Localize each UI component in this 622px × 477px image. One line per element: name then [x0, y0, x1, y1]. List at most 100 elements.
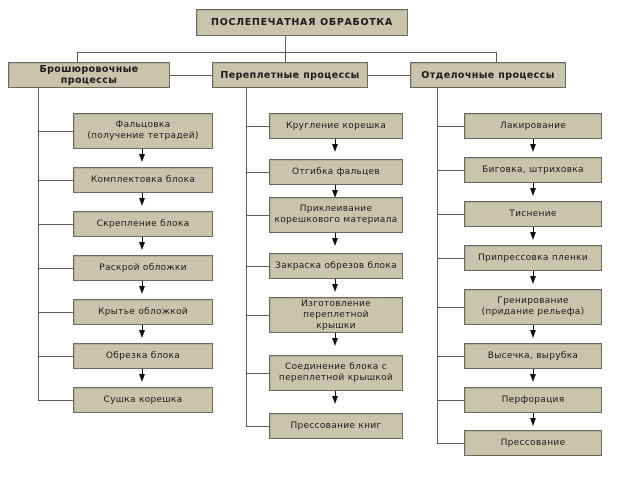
branch-1-arrow-2: [138, 193, 147, 206]
branch-3-step-7: Перфорация: [464, 387, 602, 413]
category-link-2-3: [368, 75, 410, 76]
branch-3-connector-5: [437, 307, 465, 308]
branch-1-step-7-label: Сушка корешка: [103, 394, 183, 405]
branch-1-step-2-label: Комплектовка блока: [90, 174, 196, 185]
branch-3-step-1: Лакирование: [464, 113, 602, 139]
branch-3-step-3: Тиснение: [464, 201, 602, 227]
branch-2-arrow-5: [331, 333, 340, 346]
category-drop-3: [496, 52, 497, 62]
branch-3-arrow-1: [529, 139, 538, 152]
branch-3-connector-3: [437, 214, 465, 215]
branch-2-connector-5: [246, 315, 270, 316]
branch-1-connector-7: [38, 400, 74, 401]
branch-1-step-4: Раскрой обложки: [73, 255, 213, 281]
category-box-2: Переплетные процессы: [212, 62, 368, 88]
branch-1-step-3: Скрепление блока: [73, 211, 213, 237]
branch-3-step-5-label: Гренирование(придание рельефа): [481, 296, 585, 317]
branch-1-arrow-5: [138, 325, 147, 338]
branch-3-step-5: Гренирование(придание рельефа): [464, 289, 602, 325]
category-link-1-2: [170, 75, 212, 76]
branch-1-step-1: Фальцовка(получение тетрадей): [73, 113, 213, 149]
branch-1-connector-1: [38, 131, 74, 132]
branch-2-arrow-6: [331, 391, 340, 404]
branch-2-connector-3: [246, 215, 270, 216]
branch-2-step-2: Отгибка фальцев: [269, 159, 403, 185]
category-label-1: Брошюровочные процессы: [39, 64, 139, 86]
branch-3-arrow-6: [529, 369, 538, 382]
branch-2-connector-7: [246, 426, 270, 427]
branch-3-connector-1: [437, 126, 465, 127]
branch-3-arrow-4: [529, 271, 538, 284]
category-label-3: Отделочные процессы: [421, 69, 555, 81]
branch-2-step-4-label: Закраска обрезов блока: [275, 260, 397, 271]
branch-1-arrow-1: [138, 149, 147, 162]
branch-2-step-1: Кругление корешка: [269, 113, 403, 139]
branch-3-step-7-label: Перфорация: [501, 394, 565, 405]
branch-2-arrow-2: [331, 185, 340, 198]
branch-2-step-7: Прессование книг: [269, 413, 403, 439]
branch-3-step-2: Биговка, штриховка: [464, 157, 602, 183]
branch-2-connector-4: [246, 266, 270, 267]
branch-3-connector-4: [437, 258, 465, 259]
branch-1-connector-6: [38, 356, 74, 357]
branch-3-step-8: Прессование: [464, 430, 602, 456]
diagram-title-label: ПОСЛЕПЕЧАТНАЯ ОБРАБОТКА: [211, 17, 393, 28]
branch-3-step-1-label: Лакирование: [499, 120, 567, 131]
branch-1-connector-2: [38, 180, 74, 181]
category-box-1: Брошюровочные процессы: [8, 62, 170, 88]
branch-3-step-4-label: Припрессовка пленки: [477, 252, 589, 263]
branch-1-step-5-label: Крытье обложкой: [98, 306, 188, 317]
branch-2-connector-6: [246, 373, 270, 374]
branch-2-arrow-1: [331, 139, 340, 152]
branch-1-step-5: Крытье обложкой: [73, 299, 213, 325]
branch-spine-1: [38, 88, 39, 400]
branch-1-arrow-6: [138, 369, 147, 382]
category-label-2: Переплетные процессы: [220, 69, 360, 81]
branch-1-step-1-label: Фальцовка(получение тетрадей): [87, 120, 199, 141]
branch-3-connector-7: [437, 400, 465, 401]
branch-3-arrow-3: [529, 227, 538, 240]
branch-2-step-7-label: Прессование книг: [290, 420, 382, 431]
title-drop-line: [285, 36, 286, 52]
branch-3-step-8-label: Прессование: [500, 437, 566, 448]
branch-2-connector-1: [246, 126, 270, 127]
branch-3-connector-2: [437, 170, 465, 171]
category-drop-1: [77, 52, 78, 62]
branch-3-step-6: Высечка, вырубка: [464, 343, 602, 369]
branch-1-step-2: Комплектовка блока: [73, 167, 213, 193]
branch-2-step-2-label: Отгибка фальцев: [291, 166, 380, 177]
branch-3-step-2-label: Биговка, штриховка: [482, 164, 584, 175]
branch-spine-3: [437, 88, 438, 443]
branch-3-step-4: Припрессовка пленки: [464, 245, 602, 271]
branch-2-step-1-label: Кругление корешка: [285, 120, 387, 131]
branch-1-step-4-label: Раскрой обложки: [99, 262, 187, 273]
branch-2-step-4: Закраска обрезов блока: [269, 253, 403, 279]
branch-1-connector-4: [38, 268, 74, 269]
branch-3-connector-6: [437, 356, 465, 357]
branch-3-step-3-label: Тиснение: [509, 208, 557, 219]
branch-3-connector-8: [437, 443, 465, 444]
category-bus-line: [77, 52, 496, 53]
branch-1-step-7: Сушка корешка: [73, 387, 213, 413]
branch-3-arrow-5: [529, 325, 538, 338]
branch-spine-2: [246, 88, 247, 426]
branch-1-arrow-3: [138, 237, 147, 250]
branch-2-connector-2: [246, 172, 270, 173]
branch-1-arrow-4: [138, 281, 147, 294]
category-drop-2: [285, 52, 286, 62]
branch-3-arrow-2: [529, 183, 538, 196]
branch-1-step-6-label: Обрезка блока: [105, 350, 181, 361]
category-box-3: Отделочные процессы: [410, 62, 566, 88]
branch-1-connector-5: [38, 312, 74, 313]
branch-1-connector-3: [38, 224, 74, 225]
diagram-title-box: ПОСЛЕПЕЧАТНАЯ ОБРАБОТКА: [196, 9, 408, 36]
branch-3-arrow-7: [529, 413, 538, 426]
branch-2-arrow-3: [331, 233, 340, 246]
